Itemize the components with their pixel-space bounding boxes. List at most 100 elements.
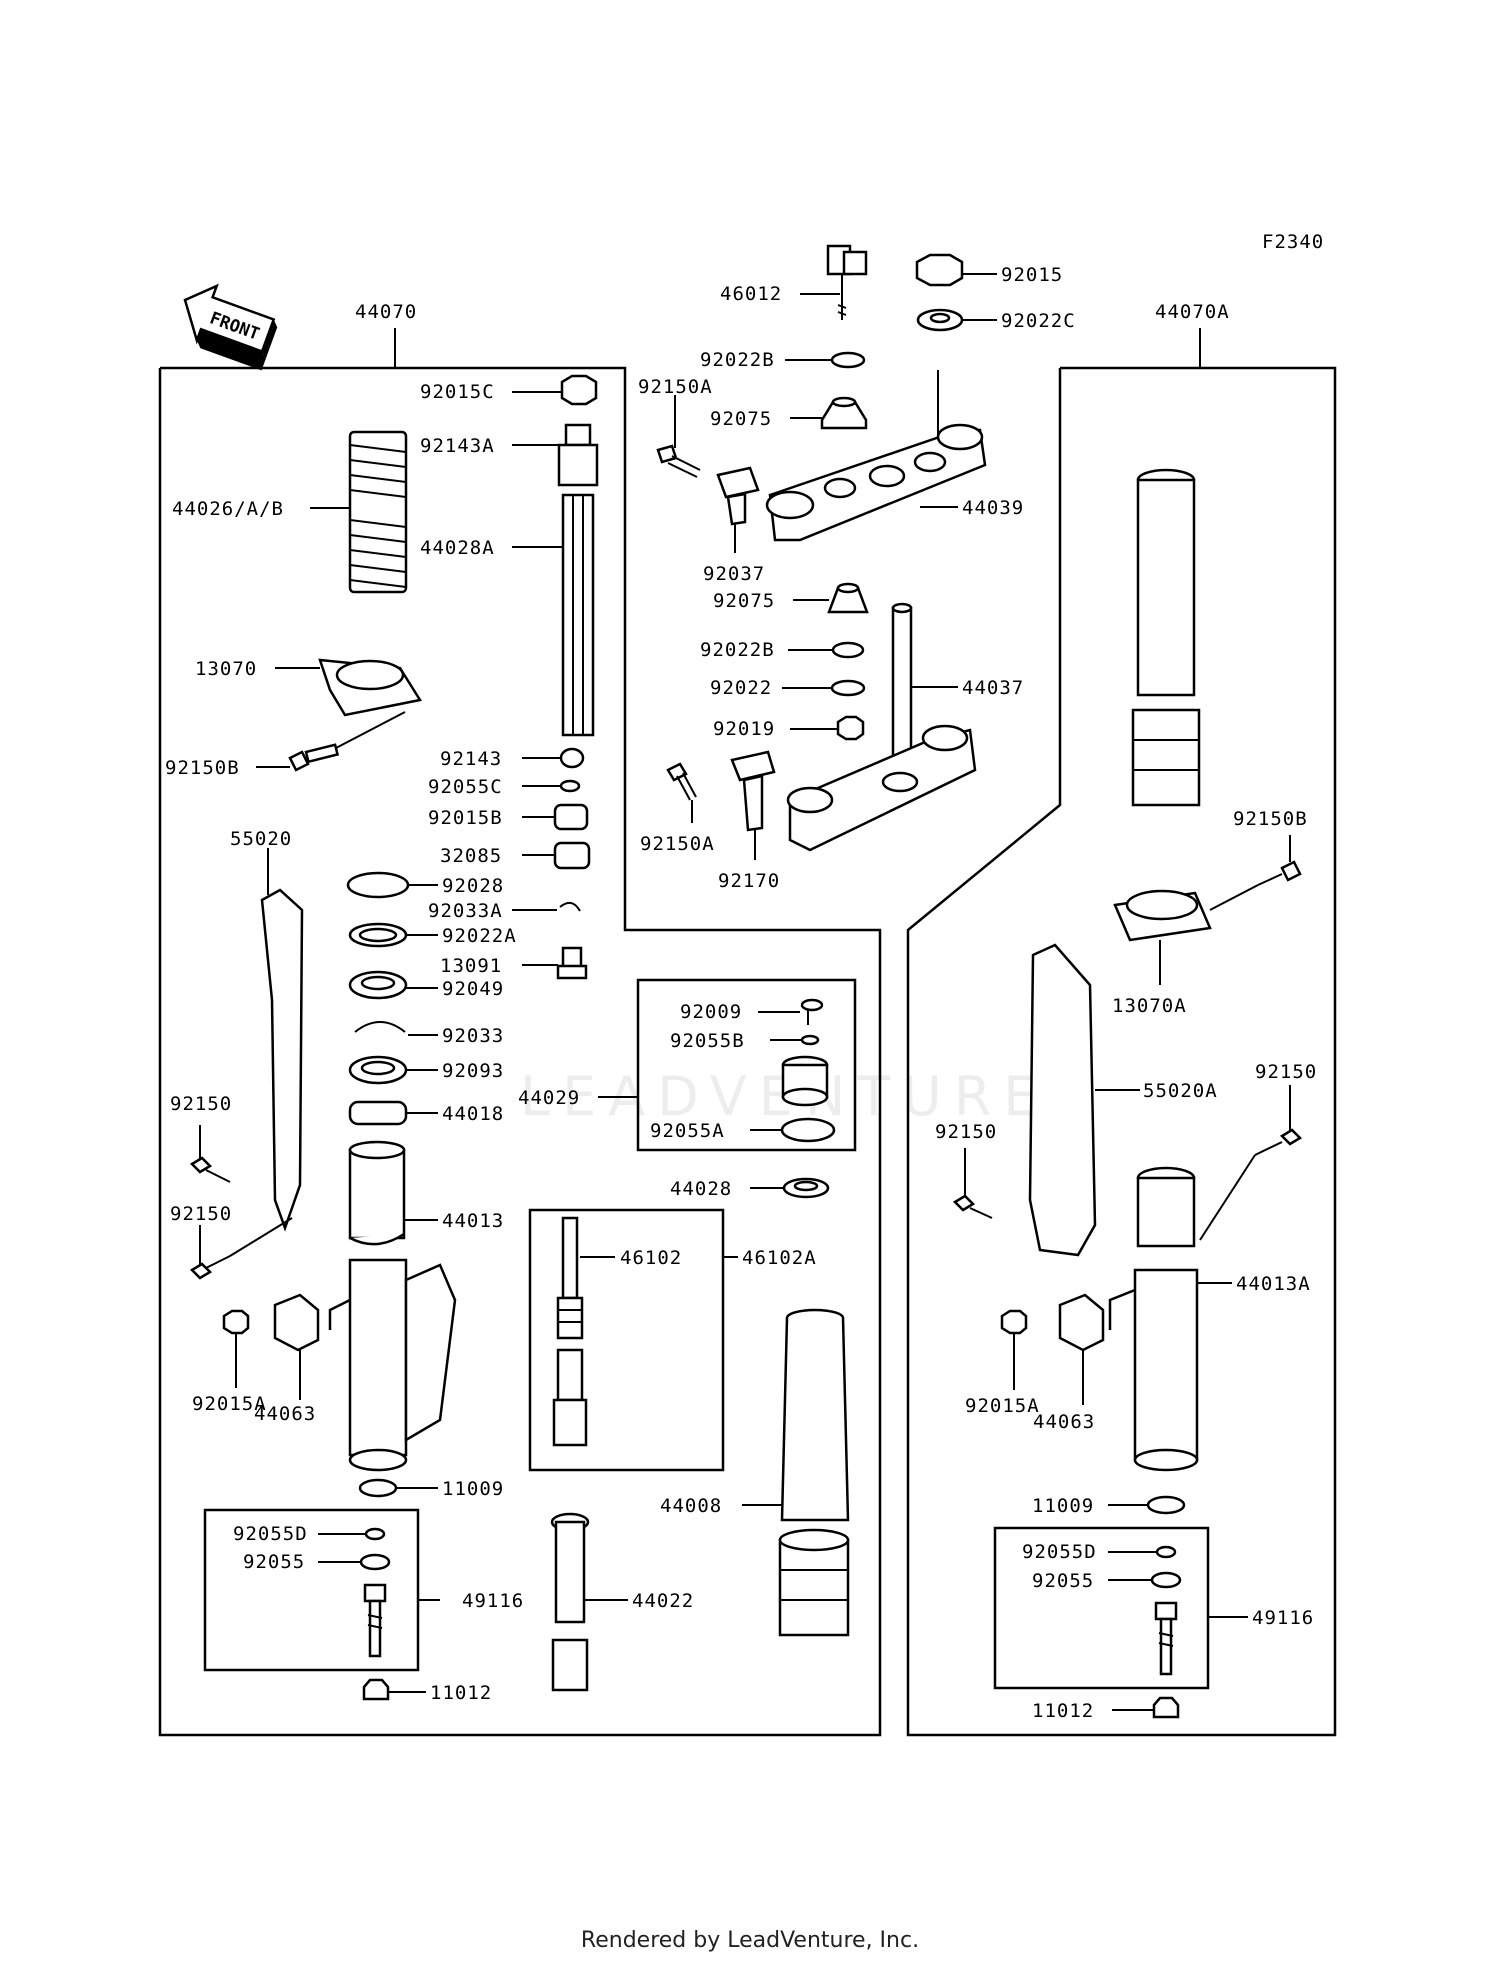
callout-92055A: 92055A (650, 1120, 725, 1142)
callout-92150A-top: 92150A (638, 376, 713, 398)
callout-44070A: 44070A (1155, 301, 1230, 323)
rod-group-box (528, 1208, 725, 1472)
callout-44028A: 44028A (420, 537, 495, 559)
callout-44018: 44018 (442, 1103, 504, 1125)
callout-92150-left-2: 92150 (170, 1203, 232, 1225)
callout-92022B: 92022B (700, 639, 775, 661)
bolt-92150A (666, 762, 697, 801)
nut-92015C (560, 374, 598, 406)
callout-44028: 44028 (670, 1178, 732, 1200)
nut-92019 (836, 715, 865, 741)
callout-44063-right: 44063 (1033, 1411, 1095, 1433)
outer-tube-left (328, 1258, 457, 1472)
bolt-92150-left-2 (189, 1255, 231, 1280)
callout-44039: 44039 (962, 497, 1024, 519)
handlebar-clamp-13070A (1113, 889, 1212, 942)
oring-92055C (559, 779, 581, 793)
handlebar-clamp-13070 (318, 658, 423, 717)
gasket-11009 (358, 1478, 398, 1498)
callout-55020A: 55020A (1143, 1080, 1218, 1102)
fork-guard-55020 (260, 888, 304, 1232)
callout-44029: 44029 (518, 1087, 580, 1109)
callout-46102A: 46102A (742, 1247, 817, 1269)
callout-44013: 44013 (442, 1210, 504, 1232)
callout-49116-right: 49116 (1252, 1607, 1314, 1629)
spring-seat-92143A (557, 423, 599, 487)
oring-92055A (780, 1117, 836, 1143)
fork-spring-44026 (348, 430, 408, 594)
inner-tube-44070A (1131, 468, 1201, 807)
callout-92022B-top: 92022B (700, 349, 775, 371)
callout-44013A: 44013A (1236, 1273, 1311, 1295)
damper-rod-44028A (561, 493, 595, 737)
upper-triple-clamp-44039 (765, 423, 987, 542)
drain-bolt-49116 (363, 1583, 387, 1658)
steering-stem-44037 (786, 602, 977, 852)
washer-92022 (830, 679, 866, 697)
callout-92028: 92028 (442, 875, 504, 897)
clip-92033A (559, 901, 581, 912)
callout-92150A: 92150A (640, 833, 715, 855)
callout-44026: 44026/A/B (172, 498, 284, 520)
callout-44070: 44070 (355, 301, 417, 323)
callout-92055B: 92055B (670, 1030, 745, 1052)
rod-46102 (552, 1216, 588, 1447)
callout-92055D-right: 92055D (1022, 1541, 1097, 1563)
right-fork-group-box (906, 366, 1337, 1737)
callout-92015C: 92015C (420, 381, 495, 403)
callout-46102: 46102 (620, 1247, 682, 1269)
nut-92015A (222, 1309, 250, 1335)
callout-92015A-right: 92015A (965, 1395, 1040, 1417)
bracket-92037 (716, 466, 760, 526)
callout-92033A: 92033A (428, 900, 503, 922)
drain-bolt-49116-right (1154, 1601, 1178, 1676)
outer-tube-44008 (778, 1308, 850, 1637)
callout-13091: 13091 (440, 955, 502, 977)
axle-clamp-44063-right (1058, 1293, 1105, 1352)
gasket-11009-right (1146, 1495, 1186, 1515)
callout-46012: 46012 (720, 283, 782, 305)
bolt-92150-right-2 (952, 1194, 993, 1219)
callout-92022: 92022 (710, 677, 772, 699)
oring-92055D-right (1155, 1545, 1177, 1559)
nut-92015 (915, 253, 964, 287)
front-arrow-icon: FRONT (183, 283, 278, 371)
callout-92022A: 92022A (442, 925, 517, 947)
clip-92033 (354, 1021, 406, 1033)
left-drain-group-box (203, 1508, 420, 1672)
oring-92055 (359, 1553, 391, 1571)
callout-92049: 92049 (442, 978, 504, 1000)
callout-92075: 92075 (713, 590, 775, 612)
oring-92055-right (1150, 1571, 1182, 1589)
bolt-92150B-right (1257, 860, 1302, 886)
cylinder-44022 (550, 1512, 590, 1692)
plug-13091 (556, 946, 588, 980)
bolt-92150-right-1 (1254, 1128, 1303, 1156)
bolt-92150B (288, 743, 340, 772)
valve-cap-44029 (781, 1055, 829, 1107)
nut-11012 (362, 1678, 390, 1701)
callout-92150-left-1: 92150 (170, 1093, 232, 1115)
callout-92150-right-2: 92150 (935, 1121, 997, 1143)
inner-tube-44013 (348, 1140, 406, 1246)
footer-credit: Rendered by LeadVenture, Inc. (580, 1928, 920, 1953)
callout-92093: 92093 (442, 1060, 504, 1082)
callout-92150-right-1: 92150 (1255, 1061, 1317, 1083)
callout-11012-right: 11012 (1032, 1700, 1094, 1722)
fork-guard-55020A (1028, 943, 1097, 1257)
callout-32085: 32085 (440, 845, 502, 867)
valve-group-box (636, 978, 857, 1152)
callout-44063: 44063 (254, 1403, 316, 1425)
callout-92033: 92033 (442, 1025, 504, 1047)
callout-13070A: 13070A (1112, 995, 1187, 1017)
callout-44008: 44008 (660, 1495, 722, 1517)
bracket-92170 (730, 750, 776, 832)
guide-44018 (348, 1100, 408, 1126)
callout-92022C: 92022C (1001, 310, 1076, 332)
right-drain-group-box (993, 1526, 1210, 1690)
nut-92015B (553, 803, 589, 831)
nut-11012-right (1152, 1696, 1180, 1719)
callout-55020: 55020 (230, 828, 292, 850)
washer-92022B-top (830, 351, 866, 369)
